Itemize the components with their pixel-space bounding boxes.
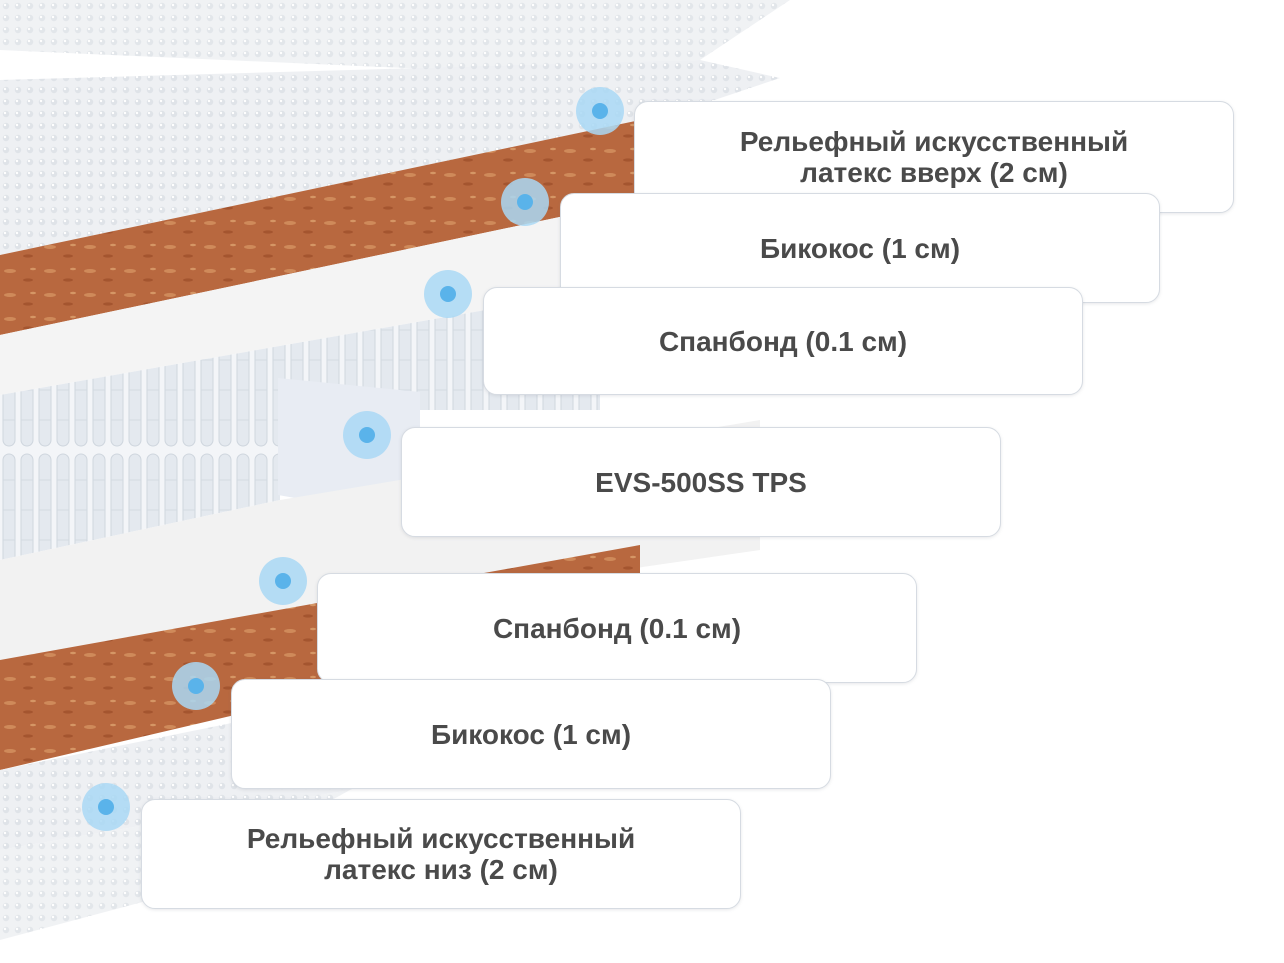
- layer-pointer-dot-icon: [172, 662, 220, 710]
- layer-label-text: Бикокос (1 см): [759, 232, 961, 264]
- layer-label-bottom-latex: Рельефный искусственный латекс низ (2 см…: [141, 799, 741, 909]
- layer-label-text: EVS-500SS TPS: [595, 466, 807, 498]
- layer-pointer-dot-icon: [576, 87, 624, 135]
- layer-pointer-dot-icon: [82, 783, 130, 831]
- layer-label-bottom-coconut: Бикокос (1 см): [231, 679, 831, 789]
- layer-label-text: Бикокос (1 см): [430, 718, 632, 750]
- layer-pointer-dot-icon: [501, 178, 549, 226]
- layer-label-text: Спанбонд (0.1 см): [658, 325, 908, 357]
- layer-pointer-dot-icon: [343, 411, 391, 459]
- top-cover-layer: [0, 0, 790, 70]
- top-spunbond-layer: [0, 200, 640, 395]
- layer-pointer-dot-icon: [424, 270, 472, 318]
- spring-block-layer: [0, 290, 600, 560]
- layer-label-text: Рельефный искусственный латекс вверх (2 …: [739, 126, 1129, 188]
- layer-label-top-coconut: Бикокос (1 см): [560, 193, 1160, 303]
- layer-label-bottom-spunbond: Спанбонд (0.1 см): [317, 573, 917, 683]
- layer-label-text: Спанбонд (0.1 см): [492, 612, 742, 644]
- layer-label-spring-block: EVS-500SS TPS: [401, 427, 1001, 537]
- layer-label-top-spunbond: Спанбонд (0.1 см): [483, 287, 1083, 395]
- layer-label-text: Рельефный искусственный латекс низ (2 см…: [246, 823, 636, 885]
- layer-pointer-dot-icon: [259, 557, 307, 605]
- top-coconut-layer: [0, 120, 640, 335]
